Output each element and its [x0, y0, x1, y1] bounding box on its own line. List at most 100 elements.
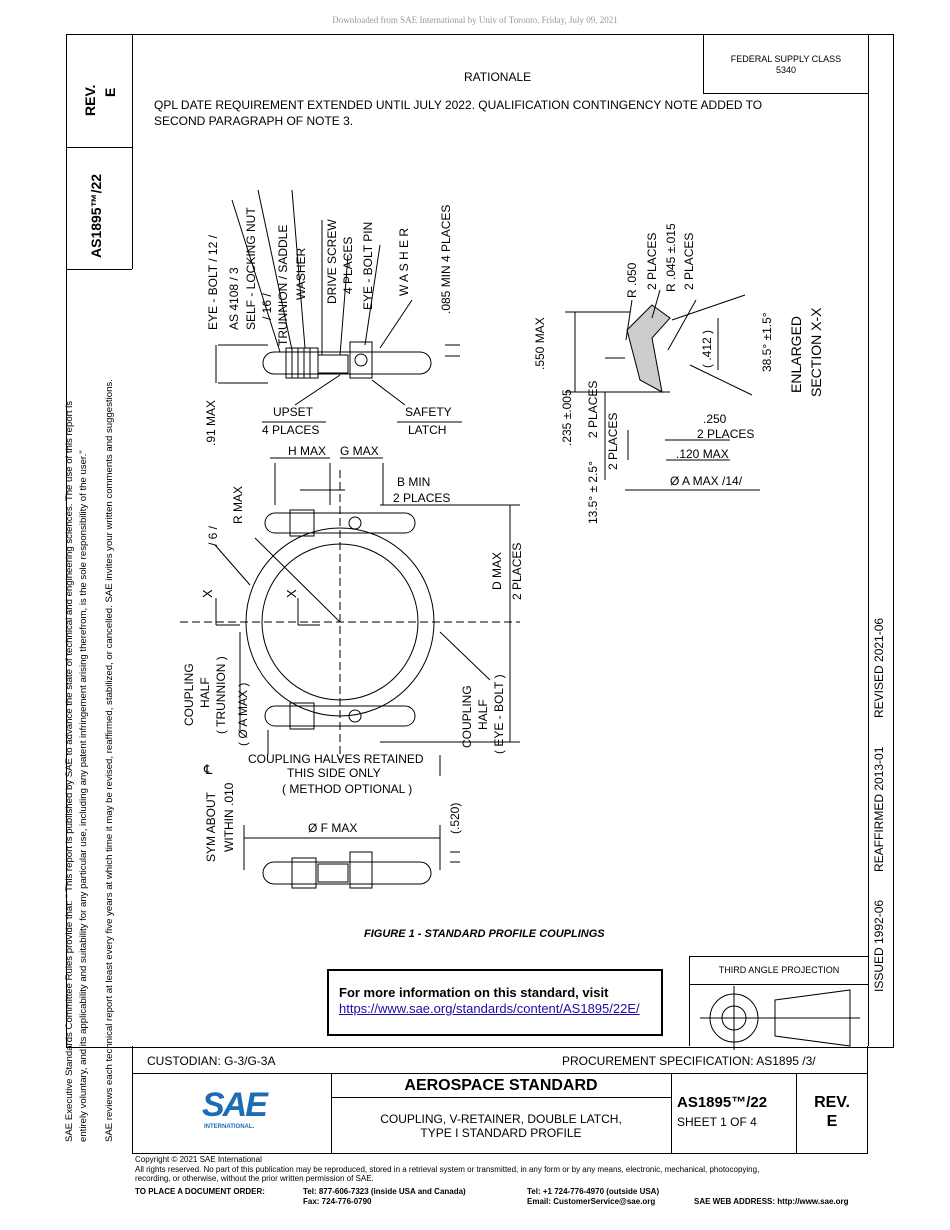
label-as4108: AS 4108 / 3	[227, 267, 241, 330]
rights-line-2: recording, or otherwise, without the pri…	[135, 1174, 374, 1183]
coupling-side-view-bottom	[243, 825, 460, 889]
title-rev-label: REV.	[814, 1094, 850, 1111]
title-rev-letter: E	[826, 1113, 838, 1130]
enlarged-section	[565, 289, 760, 491]
label-r-two-places-2: 2 PLACES	[682, 232, 696, 290]
title-block-left	[132, 1046, 133, 1154]
label-washer-1: WASHER	[294, 247, 308, 300]
label-h-max: H MAX	[288, 444, 327, 458]
info-box: For more information on this standard, v…	[327, 969, 663, 1036]
sheet-number: SHEET 1 OF 4	[677, 1115, 757, 1129]
third-angle-projection-symbol	[700, 986, 860, 1050]
label-retained-1: COUPLING HALVES RETAINED	[248, 752, 424, 766]
label-b-two-places: 2 PLACES	[393, 491, 451, 505]
label-coupling-half-right-2: HALF	[476, 699, 490, 730]
label-412: ( .412 )	[700, 329, 714, 368]
order-label: TO PLACE A DOCUMENT ORDER:	[135, 1187, 265, 1196]
label-washer-2: W A S H E R	[397, 227, 411, 296]
label-f-max: Ø F MAX	[308, 821, 358, 835]
label-550-max: .550 MAX	[533, 317, 547, 370]
label-coupling-half-right-1: COUPLING	[460, 685, 474, 748]
title-doc-number: AS1895™/22	[677, 1094, 768, 1111]
title-divider	[671, 1073, 672, 1154]
title-block-divider	[132, 1073, 868, 1074]
label-angle-135: 13.5° ± 2.5°	[586, 461, 600, 524]
aerospace-standard: AEROSPACE STANDARD	[404, 1077, 598, 1094]
email[interactable]: Email: CustomerService@sae.org	[527, 1197, 656, 1206]
drawing-frame	[66, 34, 894, 1048]
federal-supply-class-value: 5340	[775, 65, 797, 75]
label-b-min: B MIN	[397, 475, 431, 489]
label-sixteen: / 16 /	[260, 293, 274, 320]
label-a-max-left: ( Ø A MAX )	[236, 682, 250, 746]
centerline-icon: ℄	[204, 762, 213, 777]
third-angle-projection-box: THIRD ANGLE PROJECTION	[689, 956, 868, 1046]
title-line-1: COUPLING, V-RETAINER, DOUBLE LATCH,	[380, 1112, 622, 1126]
label-self-locking-nut: SELF - LOCKING NUT	[244, 207, 258, 330]
label-120-max: .120 MAX	[676, 447, 729, 461]
label-r-two-places-1: 2 PLACES	[645, 232, 659, 290]
label-sym-about: SYM ABOUT	[204, 791, 218, 862]
label-drive-screw: DRIVE SCREW	[325, 219, 339, 304]
label-trunnion-saddle: TRUNNION / SADDLE	[276, 224, 290, 346]
rationale-title: RATIONALE	[464, 70, 532, 84]
logo-divider	[331, 1073, 332, 1154]
label-r-045: R .045 ±.015	[664, 223, 678, 292]
rationale-line-2: SECOND PARAGRAPH OF NOTE 3.	[154, 114, 354, 128]
label-section-x-x: SECTION X-X	[808, 307, 824, 397]
rev-divider	[796, 1073, 797, 1154]
tel-outside: Tel: +1 724-776-4970 (outside USA)	[527, 1187, 660, 1196]
title-line-2: TYPE I STANDARD PROFILE	[420, 1126, 582, 1140]
standard-link[interactable]: https://www.sae.org/standards/content/AS…	[339, 1001, 640, 1016]
web-address[interactable]: SAE WEB ADDRESS: http://www.sae.org	[694, 1197, 849, 1206]
label-method: ( METHOD OPTIONAL )	[282, 782, 413, 796]
label-retained-2: THIS SIDE ONLY	[287, 766, 381, 780]
label-r-050: R .050	[625, 262, 639, 298]
federal-supply-class-label: FEDERAL SUPPLY CLASS	[730, 54, 842, 64]
doc-block-right	[132, 147, 133, 269]
label-within: WITHIN .010	[222, 782, 236, 852]
label-135-two-places: 2 PLACES	[606, 412, 620, 470]
label-trunnion: ( TRUNNION )	[214, 656, 228, 734]
label-six: / 6 /	[206, 525, 220, 546]
tel-usa: Tel: 877-606-7323 (inside USA and Canada…	[303, 1187, 466, 1196]
download-note: Downloaded from SAE International by Uni…	[332, 15, 618, 25]
label-upset-places: 4 PLACES	[262, 423, 320, 437]
rev-block-divider	[66, 147, 132, 148]
third-angle-projection-title: THIRD ANGLE PROJECTION	[690, 957, 868, 985]
label-91-max: .91 MAX	[204, 399, 218, 446]
label-four-places: 4 PLACES	[341, 236, 355, 294]
info-box-text: For more information on this standard, v…	[339, 985, 609, 1000]
coupling-side-view-top	[215, 189, 462, 423]
label-coupling-half-left-2: HALF	[198, 677, 212, 708]
label-safety: SAFETY	[405, 405, 452, 419]
label-eye-bolt-pin: EYE - BOLT PIN	[361, 221, 375, 310]
sae-logo-sub: INTERNATIONAL.	[204, 1124, 255, 1130]
sae-logo: SAE	[202, 1086, 268, 1124]
aerospace-divider	[331, 1097, 671, 1098]
label-d-two-places: 2 PLACES	[510, 542, 524, 600]
footer: Copyright © 2021 SAE International All r…	[135, 1155, 759, 1184]
label-x-right: X	[284, 589, 299, 598]
doc-block-bottom	[66, 269, 132, 270]
label-250: .250	[703, 412, 727, 426]
label-eye-bolt: EYE - BOLT / 12 /	[206, 235, 220, 330]
label-coupling-half-left-1: COUPLING	[182, 663, 196, 726]
label-a-max-14: Ø A MAX /14/	[670, 474, 743, 488]
label-250-two-places: 2 PLACES	[697, 427, 755, 441]
label-235: .235 ±.005	[560, 389, 574, 446]
right-margin-line	[868, 34, 869, 1046]
rev-block-right	[132, 34, 133, 147]
label-r-max: R MAX	[231, 485, 245, 524]
label-x-left: X	[200, 589, 215, 598]
procurement-spec: PROCUREMENT SPECIFICATION: AS1895 /3/	[562, 1054, 816, 1068]
label-angle-385: 38.5° ±1.5°	[760, 312, 774, 372]
copyright: Copyright © 2021 SAE International	[135, 1155, 262, 1164]
fax: Fax: 724-776-0790	[303, 1197, 372, 1206]
coupling-ring-view	[180, 457, 520, 776]
label-235-two-places: 2 PLACES	[586, 380, 600, 438]
figure-caption: FIGURE 1 - STANDARD PROFILE COUPLINGS	[364, 928, 605, 940]
rationale-line-1: QPL DATE REQUIREMENT EXTENDED UNTIL JULY…	[154, 98, 763, 112]
label-enlarged: ENLARGED	[788, 315, 804, 393]
